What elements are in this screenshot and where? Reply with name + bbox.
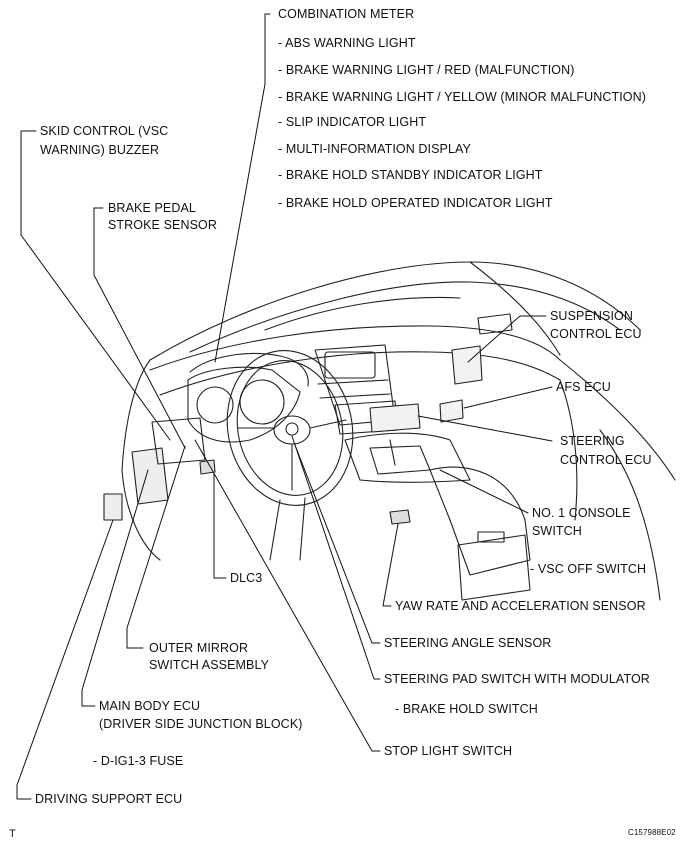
shift-area [369, 445, 431, 475]
label-steering-ecu-2: CONTROL ECU [560, 453, 652, 467]
center-vents [317, 379, 391, 399]
label-console-switch-2: SWITCH [532, 524, 582, 538]
label-slip-indicator: - SLIP INDICATOR LIGHT [278, 115, 427, 129]
label-steering-angle-sensor: STEERING ANGLE SENSOR [384, 636, 552, 650]
label-yaw-rate-sensor: YAW RATE AND ACCELERATION SENSOR [395, 599, 646, 613]
console-top [344, 432, 471, 483]
steering-wheel-rim [226, 350, 354, 506]
suspension-ecu-box [451, 345, 483, 385]
label-outer-mirror-1: OUTER MIRROR [149, 641, 249, 655]
label-brake-hold-switch: - BRAKE HOLD SWITCH [395, 702, 538, 716]
label-brake-pedal-stroke-2: STROKE SENSOR [108, 218, 217, 232]
label-dlc3: DLC3 [230, 571, 263, 585]
console-armrest [429, 466, 531, 576]
dlc3-box [199, 459, 216, 475]
label-console-switch-1: NO. 1 CONSOLE [532, 506, 631, 520]
label-skid-control-buzzer-2: WARNING) BUZZER [40, 143, 160, 157]
figure-code: C157988E02 [628, 828, 676, 837]
steering-wheel-inner [236, 360, 344, 496]
label-brake-pedal-stroke-1: BRAKE PEDAL [108, 201, 196, 215]
afs-ecu-box [439, 399, 464, 423]
steering-hub [273, 415, 311, 445]
label-multi-info-display: - MULTI-INFORMATION DISPLAY [278, 142, 471, 156]
steering-column [269, 497, 306, 561]
label-combination-meter: COMBINATION METER [278, 7, 415, 21]
right-door [559, 359, 676, 481]
label-suspension-ecu-2: CONTROL ECU [550, 327, 642, 341]
shift-knob [389, 439, 396, 466]
meter-hood [189, 353, 309, 387]
driving-support-ecu-box [103, 493, 123, 521]
label-skid-control-buzzer-1: SKID CONTROL (VSC [40, 124, 169, 138]
label-main-body-ecu-1: MAIN BODY ECU [99, 699, 201, 713]
console-rear [457, 534, 531, 601]
label-brake-hold-operated: - BRAKE HOLD OPERATED INDICATOR LIGHT [278, 196, 553, 210]
label-stop-light-switch: STOP LIGHT SWITCH [384, 744, 513, 758]
center-display [324, 351, 376, 379]
label-outer-mirror-2: SWITCH ASSEMBLY [149, 658, 270, 672]
left-door-edge [121, 469, 161, 561]
label-main-body-ecu-2: (DRIVER SIDE JUNCTION BLOCK) [99, 717, 303, 731]
steering-ecu-box [369, 403, 421, 433]
meter-gauge-left [196, 386, 234, 424]
label-suspension-ecu-1: SUSPENSION [550, 309, 633, 323]
label-abs-warning-light: - ABS WARNING LIGHT [278, 36, 416, 50]
right-vent [477, 313, 513, 335]
windshield-inner [189, 281, 621, 353]
right-door-lower [599, 429, 661, 601]
label-d-ig1-3-fuse: - D-IG1-3 FUSE [93, 754, 184, 768]
dash-front-edge [159, 351, 561, 396]
label-brake-warning-yellow: - BRAKE WARNING LIGHT / YELLOW (MINOR MA… [278, 90, 646, 104]
label-steering-pad-switch: STEERING PAD SWITCH WITH MODULATOR [384, 672, 650, 686]
label-driving-support-ecu: DRIVING SUPPORT ECU [35, 792, 183, 806]
steering-spoke-right [309, 419, 347, 429]
label-steering-ecu-1: STEERING [560, 434, 625, 448]
meter-gauge-right [239, 379, 285, 425]
right-trim [559, 379, 578, 521]
corner-mark-left: T [9, 828, 16, 840]
console-rear-switch [477, 531, 505, 543]
a-pillar-right [469, 261, 561, 356]
left-ecu-cluster [151, 417, 206, 465]
left-pillar [121, 359, 151, 471]
meter-cluster [187, 366, 301, 443]
leader-lines [16, 13, 553, 800]
label-brake-hold-standby: - BRAKE HOLD STANDBY INDICATOR LIGHT [278, 168, 543, 182]
dash-top [149, 325, 561, 371]
label-brake-warning-red: - BRAKE WARNING LIGHT / RED (MALFUNCTION… [278, 63, 575, 77]
label-vsc-off-switch: - VSC OFF SWITCH [530, 562, 647, 576]
label-afs-ecu: AFS ECU [556, 380, 611, 394]
windshield-glass-line [264, 296, 461, 331]
junction-block [131, 447, 169, 505]
windshield-outline [149, 261, 641, 361]
steering-emblem [285, 422, 299, 436]
yaw-sensor-box [389, 509, 411, 525]
